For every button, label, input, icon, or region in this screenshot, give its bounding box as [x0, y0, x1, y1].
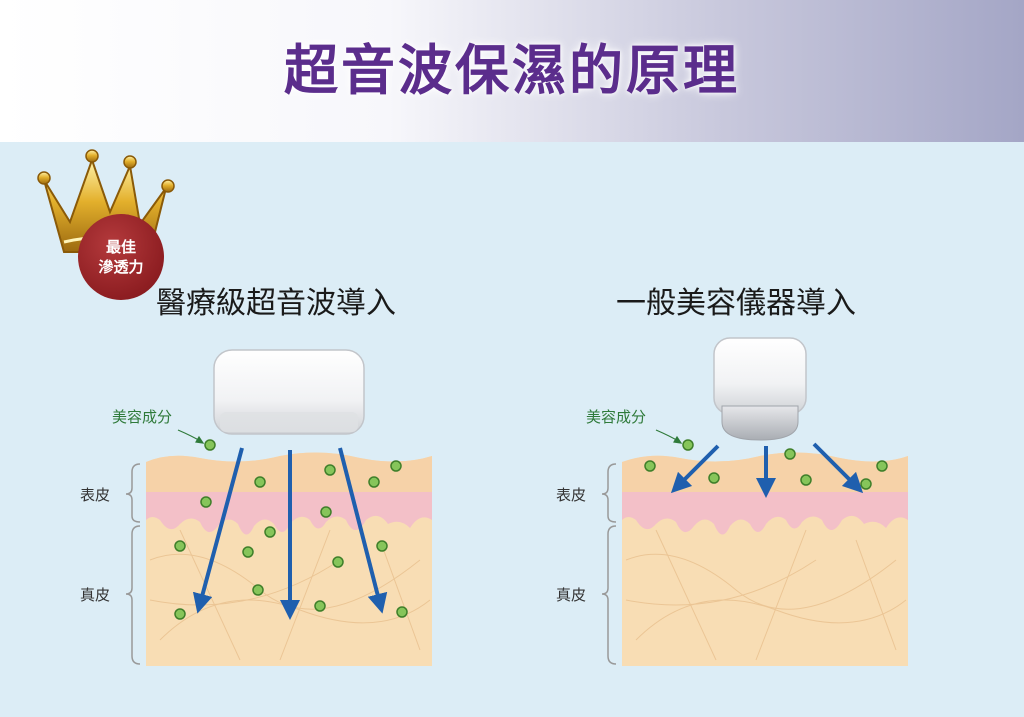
particle-icon: [320, 506, 332, 518]
right-dermis-label: 真皮: [556, 586, 587, 604]
particle-icon: [876, 460, 888, 472]
particle-icon: [784, 448, 796, 460]
badge-line2: 滲透力: [98, 258, 144, 276]
particle-icon: [644, 460, 656, 472]
particle-icon: [376, 540, 388, 552]
left-epidermis-label: 表皮: [80, 486, 111, 504]
right-particles: [644, 439, 888, 490]
particle-icon: [252, 584, 264, 596]
ingredient-pointers: [177, 429, 683, 444]
ultrasound-device-icon: [213, 349, 365, 435]
right-penetration-arrows: [670, 442, 864, 498]
arrow-icon: [192, 447, 244, 614]
left-dermis-label: 真皮: [80, 586, 111, 604]
badge-line1: 最佳: [105, 238, 136, 256]
beauty-device-icon: [713, 337, 807, 441]
page-title: 超音波保濕的原理: [284, 39, 740, 102]
right-skin-diagram: [622, 452, 908, 666]
particle-icon: [332, 556, 344, 568]
particle-icon: [800, 474, 812, 486]
left-panel-title: 醫療級超音波導入: [156, 286, 396, 321]
left-particles: [174, 439, 408, 620]
particle-icon: [708, 472, 720, 484]
left-penetration-arrows: [192, 447, 388, 620]
right-epidermis-label: 表皮: [556, 486, 587, 504]
particle-icon: [254, 476, 266, 488]
header-banner: 超音波保濕的原理: [0, 0, 1024, 142]
arrow-icon: [812, 442, 864, 494]
particle-icon: [174, 540, 186, 552]
right-panel-title: 一般美容儀器導入: [616, 286, 856, 321]
particle-icon: [860, 478, 872, 490]
right-ingredient-label: 美容成分: [586, 408, 647, 426]
particle-icon: [314, 600, 326, 612]
arrow-icon: [338, 447, 388, 614]
particle-icon: [324, 464, 336, 476]
particle-icon: [368, 476, 380, 488]
left-ingredient-label: 美容成分: [112, 408, 173, 426]
particle-icon: [242, 546, 254, 558]
particle-icon: [200, 496, 212, 508]
particle-icon: [204, 439, 216, 451]
best-penetration-badge: 最佳 滲透力: [78, 214, 164, 300]
particle-icon: [174, 608, 186, 620]
particle-icon: [390, 460, 402, 472]
particle-icon: [682, 439, 694, 451]
arrow-icon: [670, 444, 720, 494]
particle-icon: [396, 606, 408, 618]
particle-icon: [264, 526, 276, 538]
layer-brackets: [125, 463, 617, 665]
